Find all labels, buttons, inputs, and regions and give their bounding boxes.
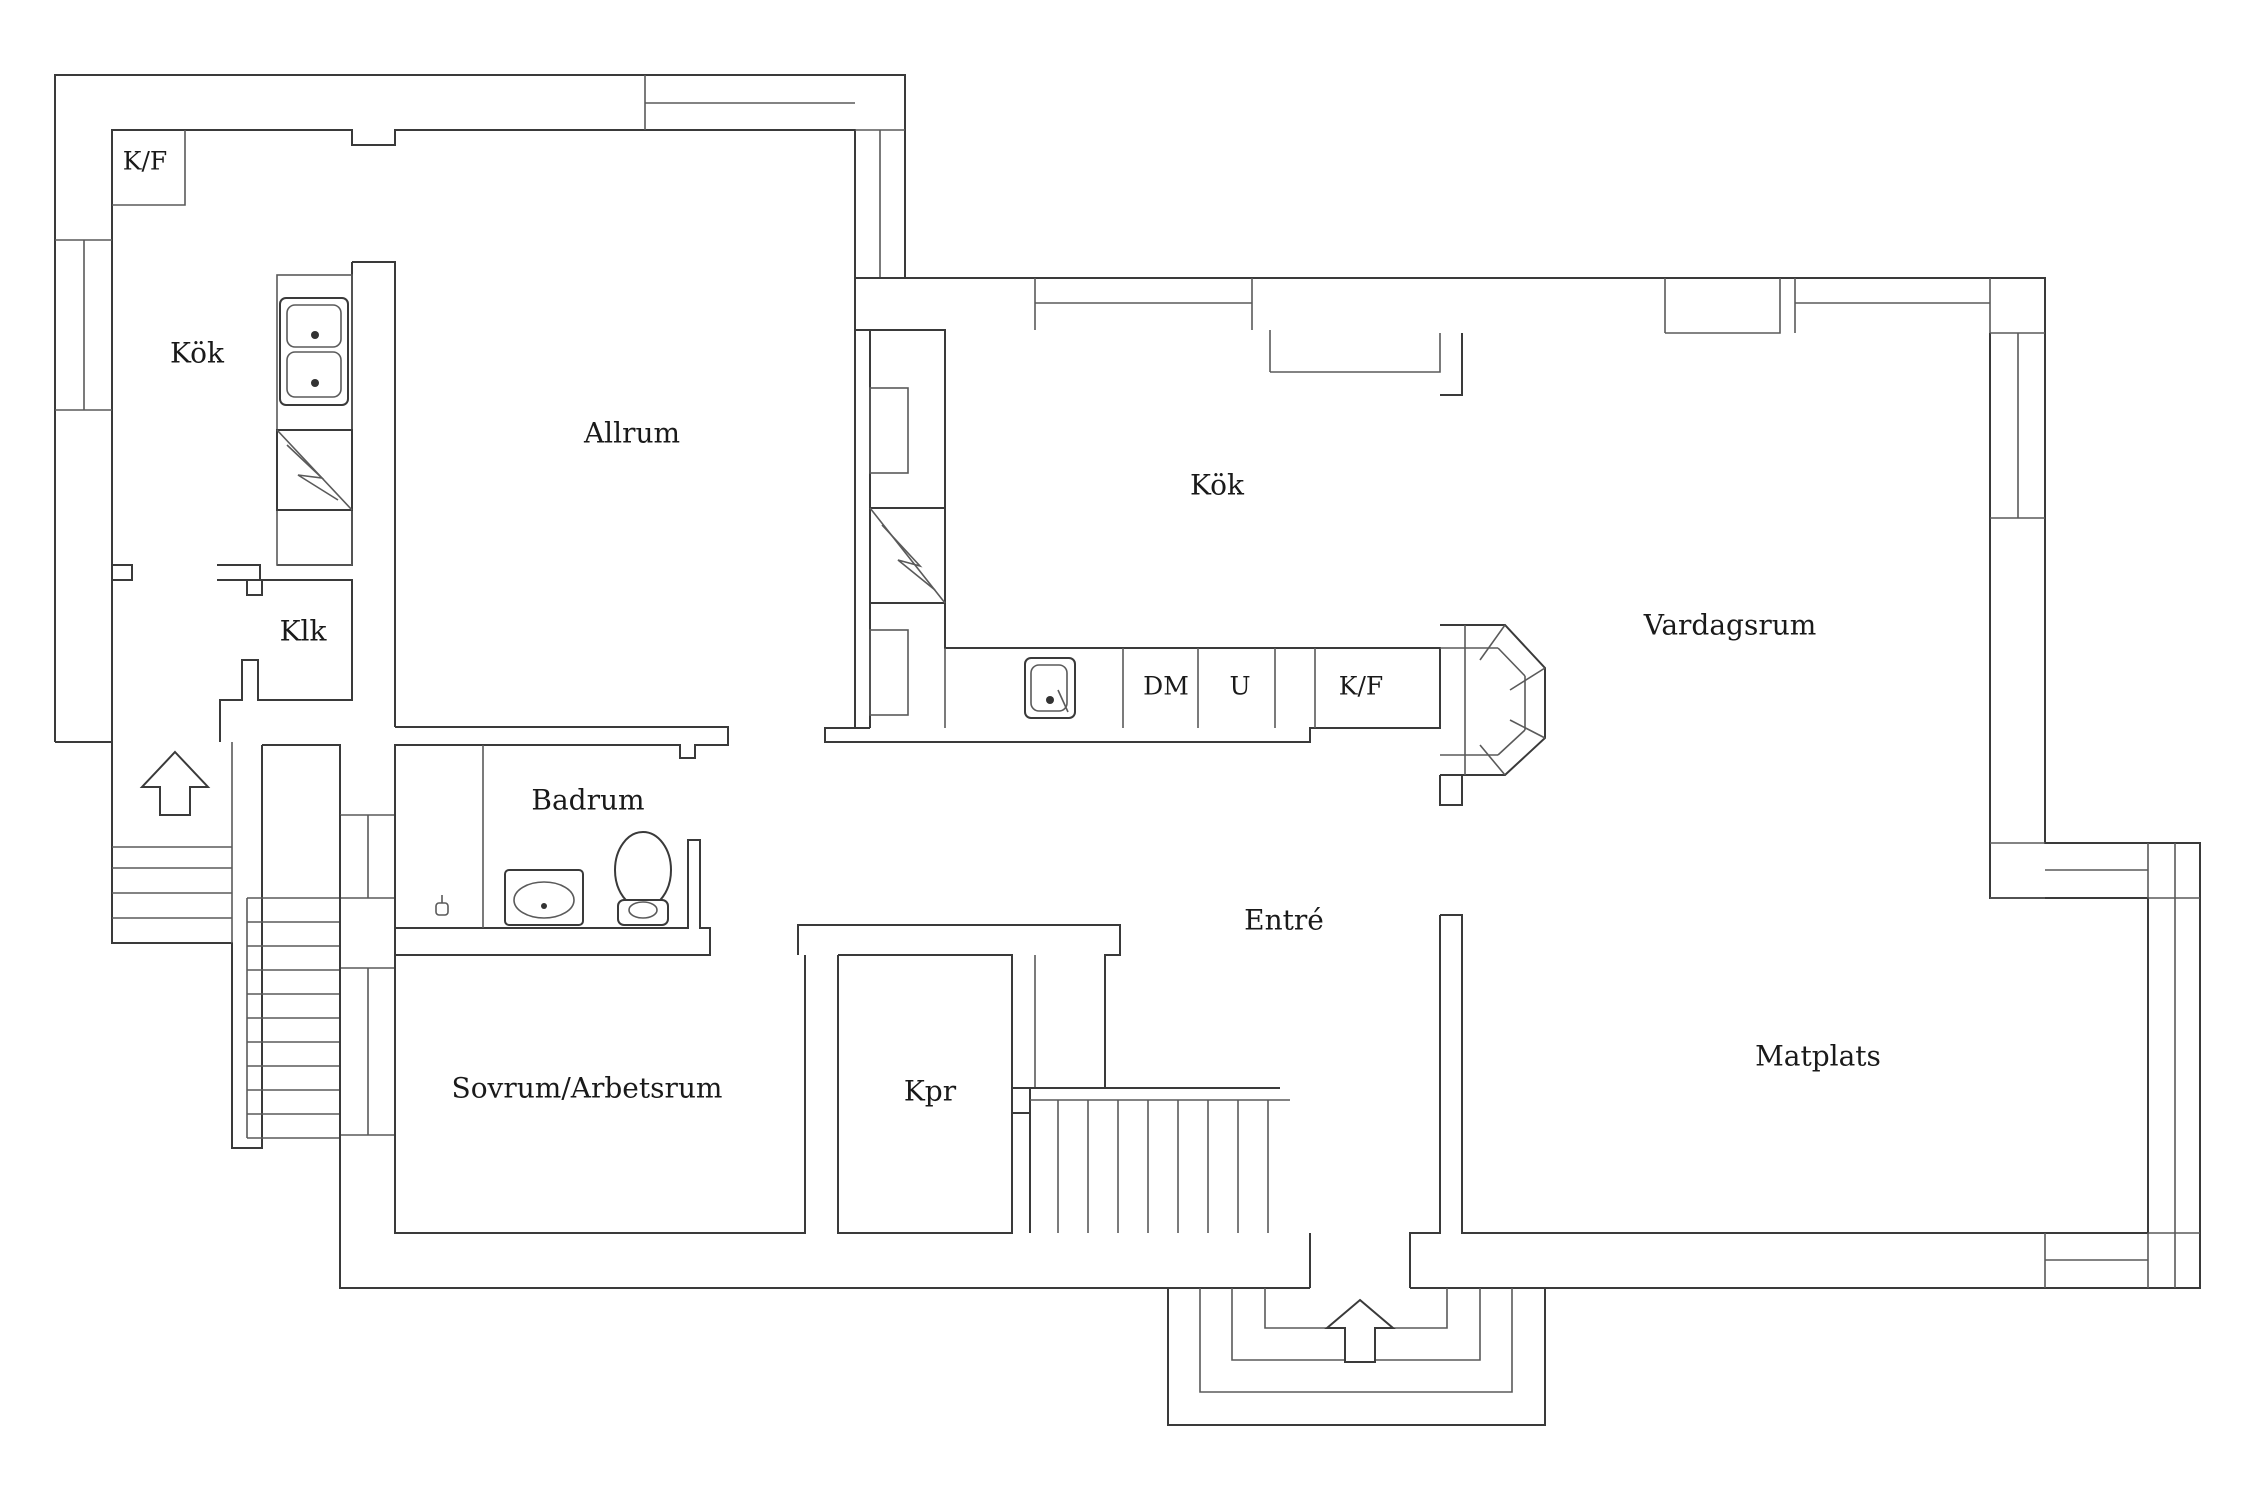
arrow-up-icon xyxy=(1324,1298,1396,1363)
outer-walls-left-wing xyxy=(54,74,906,743)
sink-icon xyxy=(1024,657,1076,719)
hall-closet xyxy=(797,924,1311,1288)
bathroom xyxy=(394,745,806,1234)
label-badrum: Badrum xyxy=(531,784,644,817)
kitchen-main xyxy=(824,329,1546,806)
faucet-icon xyxy=(435,895,449,916)
left-wing-interior xyxy=(111,130,856,1149)
label-klk: Klk xyxy=(280,615,328,648)
label-vardagsrum: Vardagsrum xyxy=(1643,609,1817,642)
label-entre: Entré xyxy=(1244,904,1324,937)
label-kok-main: Kök xyxy=(1190,469,1245,502)
label-kpr: Kpr xyxy=(904,1075,957,1108)
label-matplats: Matplats xyxy=(1755,1040,1881,1073)
label-u: U xyxy=(1229,672,1250,701)
washbasin-icon xyxy=(504,869,584,926)
arrow-up-icon xyxy=(139,750,211,816)
side-entrance-arrow xyxy=(139,750,211,816)
front-steps xyxy=(1167,1288,1546,1426)
label-kf-small: K/F xyxy=(123,147,167,176)
room-labels: K/F Kök Allrum Klk Badrum Sovrum/Arbetsr… xyxy=(123,147,1881,1108)
entrance-walls xyxy=(1409,914,1463,1288)
label-kok-small: Kök xyxy=(170,337,225,370)
label-allrum: Allrum xyxy=(583,417,680,450)
label-sovrum: Sovrum/Arbetsrum xyxy=(452,1072,723,1105)
label-dm: DM xyxy=(1143,672,1189,701)
label-kf-main: K/F xyxy=(1339,672,1383,701)
toilet-icon xyxy=(614,831,672,926)
